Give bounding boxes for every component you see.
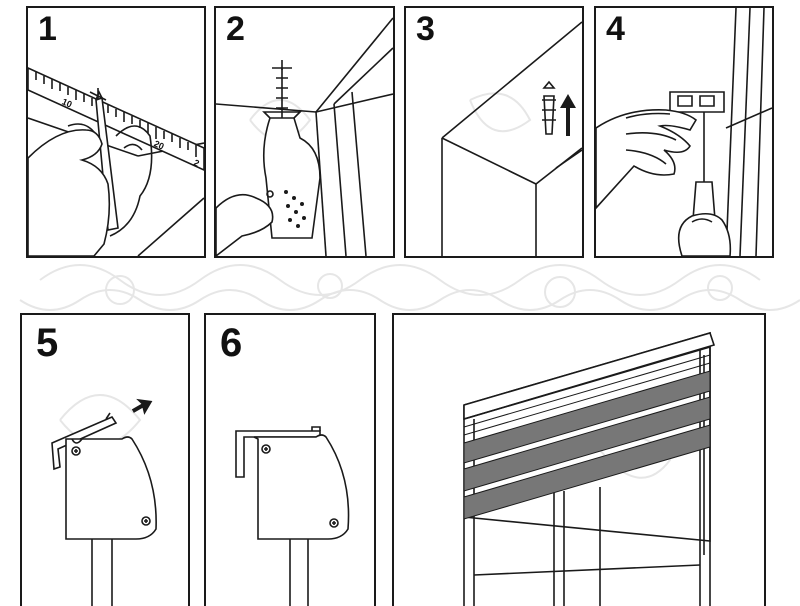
hand-right [677, 212, 732, 256]
mounting-bracket [669, 91, 725, 113]
hand [216, 193, 274, 256]
step-3-panel: 3 [404, 6, 584, 258]
drill-bit [276, 68, 288, 118]
hand [28, 129, 111, 256]
step-1-panel: 1 10 20 2 [26, 6, 206, 258]
ruler [28, 67, 204, 171]
blind-band-1 [463, 370, 711, 464]
step-4-panel: 4 [594, 6, 774, 258]
wall-plug [543, 95, 555, 135]
blind-band-3 [463, 424, 711, 520]
headrail [253, 434, 350, 540]
step-2-panel: 2 [214, 6, 395, 258]
arrow-up-icon [560, 94, 576, 136]
step-5-panel: 5 [20, 313, 190, 606]
step-1-illustration [28, 67, 204, 256]
installed-blind-illustration [463, 331, 716, 606]
headrail-cassette [463, 332, 716, 421]
step-2-number: 2 [226, 10, 245, 48]
arrow-icon [131, 398, 153, 415]
step-3-number: 3 [416, 10, 435, 48]
step-6-illustration [235, 426, 350, 606]
step-5-number: 5 [36, 321, 59, 365]
step-4-illustration [596, 8, 772, 256]
step-4-number: 4 [606, 10, 625, 48]
blind-band-2 [463, 396, 711, 492]
drill-body [262, 117, 321, 239]
step-6-number: 6 [220, 321, 243, 365]
step-6-panel: 6 [204, 313, 376, 606]
step-5-illustration [51, 398, 157, 606]
step-2-illustration [216, 17, 393, 256]
step-1-number: 1 [38, 10, 57, 48]
bracket [51, 416, 118, 471]
step-3-illustration [441, 21, 582, 256]
hand-left [596, 109, 698, 210]
headrail [65, 436, 157, 540]
final-result-panel [392, 313, 766, 606]
